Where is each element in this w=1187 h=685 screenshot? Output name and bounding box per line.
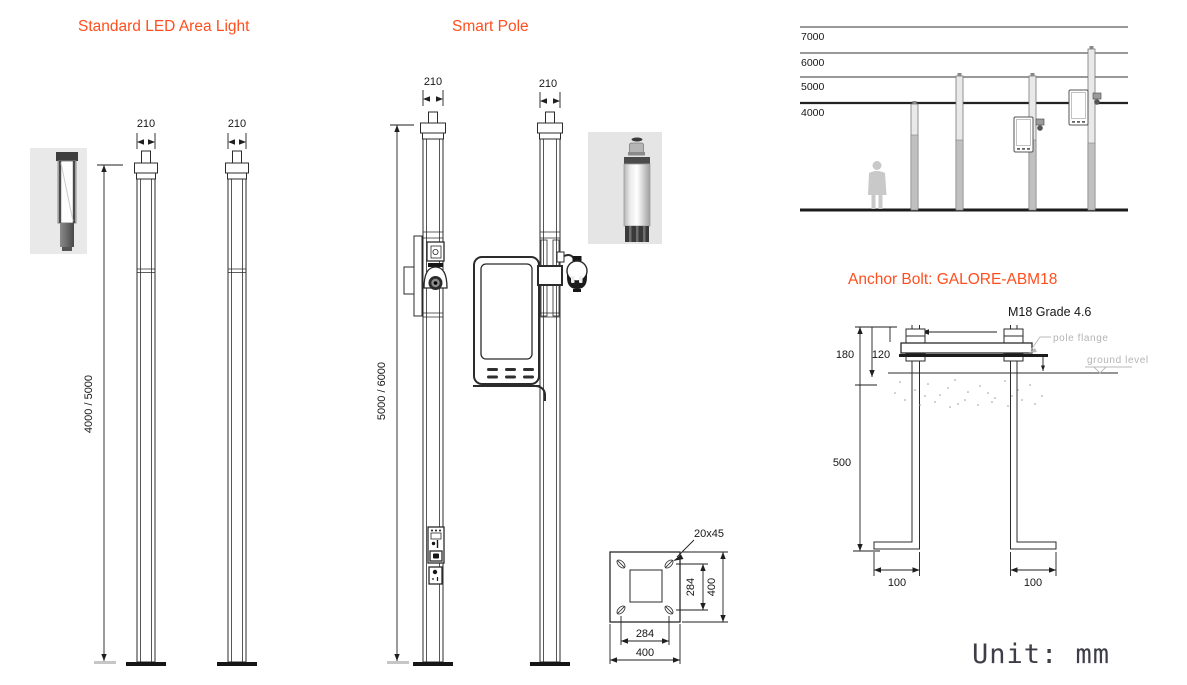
led-pole-2-width-dim: 210 [227,118,247,149]
height-line-6000-label: 6000 [801,57,825,69]
anchor-bolt-detail: 180 120 500 100 100 pole flange ground l… [833,325,1149,589]
nut-icon [905,328,926,337]
slot-size-callout: 20x45 [673,528,724,561]
led-pole-2-width-label: 210 [228,118,246,130]
smart-pole-1-top-knob [428,111,438,124]
dim-foot-left-label: 100 [888,577,906,589]
bolt-slot-icon [616,559,674,615]
smart-pole-1-cap [420,122,446,134]
foot-dim-left: 100 [873,552,920,589]
smart-pole-1-side-bracket [403,266,415,295]
pole-flange-label: pole flange [1053,333,1109,344]
plate-dims-bottom: 284 400 [609,616,681,664]
human-silhouette [868,161,887,209]
box-camera-icon [426,241,445,262]
led-pole-1-top-knob [141,150,151,164]
slot-size-label: 20x45 [694,528,724,540]
usb-port-icon [431,541,436,546]
led-pole-2-cap [225,162,249,174]
led-pole-1-cap [134,162,158,174]
dim-flange-offset-label: 120 [872,349,890,361]
pole-flange-note: pole flange [1029,333,1109,353]
anchor-bolt-right [1010,325,1057,550]
smart-pole-title: Smart Pole [452,18,529,35]
led-pole-2: 210 [217,118,257,666]
led-pole-1-width-label: 210 [137,118,155,130]
smart-pole-2-body [539,138,561,663]
dome-camera-icon [423,263,448,290]
anchor-bolt-title: Anchor Bolt: GALORE-ABM18 [848,271,1057,288]
base-plate-center-hole [629,569,663,603]
dim-embedment-label: 500 [833,457,851,469]
smart-pole-2-cap [537,122,563,134]
elevation-pole-smart-6m [1068,46,1102,211]
smart-pole-height-dim: 5000 / 6000 [376,124,414,664]
led-pole-1-body [136,178,156,663]
unit-note: Unit: mm [972,639,1110,670]
elevation-pole-smart-5m [1013,73,1045,211]
smart-pole-1: 210 [376,76,453,666]
display-screen [473,256,546,401]
pole-top-photo [588,132,662,244]
plate-width-h-label: 400 [636,647,654,659]
plate-width-v-label: 400 [706,578,718,596]
foot-dim-right: 100 [1010,552,1057,589]
led-pole-2-base-plate [217,662,257,666]
plate-dims-right: 284 400 [676,551,728,623]
height-line-5000-label: 5000 [801,81,825,93]
elevation-camera-icon-2 [1092,92,1102,100]
smart-pole-1-base-plate [413,662,453,666]
smart-pole-1-width-dim: 210 [422,76,444,106]
button-panel [428,566,443,585]
smart-pole-2-base-plate [530,662,570,666]
led-pole-2-top-knob [232,150,242,164]
led-pole-1: 210 4000 / 5000 [83,118,166,666]
smart-pole-2-width-dim: 210 [539,78,561,108]
smart-pole-1-mount-rail [413,235,423,317]
button-icon [432,569,438,575]
anchor-dims-left: 180 120 500 [833,326,897,552]
anchor-bolt-left [873,325,920,550]
smart-pole-2-width-label: 210 [539,78,557,90]
led-pole-height-label: 4000 / 5000 [83,375,95,433]
led-pole-1-height-dim: 4000 / 5000 [83,164,123,664]
display-mount-bracket [537,265,563,286]
service-panel [427,526,445,564]
bolt-spec-label: M18 Grade 4.6 [1008,305,1091,319]
bolt-spacing-v-label: 284 [685,578,697,596]
base-plate-outline [609,551,681,623]
smart-pole-2-top-knob [545,111,555,124]
led-pole-1-base-plate [126,662,166,666]
smart-pole-1-width-label: 210 [424,76,442,88]
smart-pole-height-label: 5000 / 6000 [376,362,388,420]
led-bollard-photo [30,148,87,254]
elevation-pole-4m [910,101,919,211]
led-pole-2-body [227,178,247,663]
smart-pole-2: 210 [473,78,588,666]
ground-level-note: ground level [1085,355,1149,374]
concrete-speckles [894,379,1043,408]
led-pole-1-width-dim: 210 [136,118,156,149]
elevation-display-screen-2 [1068,89,1089,126]
led-section-title: Standard LED Area Light [78,18,250,35]
base-plate-detail: 20x45 284 400 284 400 [609,528,728,664]
height-line-7000-label: 7000 [801,31,825,43]
bolt-spacing-h-label: 284 [636,628,654,640]
nut-icon [1003,328,1024,337]
height-line-4000-label: 4000 [801,107,825,119]
elevation-display-screen [1013,116,1034,153]
elevation-pole-5m [955,73,964,211]
power-socket-icon [429,550,443,562]
dim-foot-right-label: 100 [1024,577,1042,589]
ptz-camera-icon [566,256,588,292]
pole-flange-plate [900,342,1033,354]
height-elevation-diagram: 7000 6000 5000 4000 [800,26,1128,212]
elevation-camera-icon [1035,118,1045,126]
dim-exposed-label: 180 [836,349,854,361]
ground-level-label: ground level [1087,355,1149,366]
